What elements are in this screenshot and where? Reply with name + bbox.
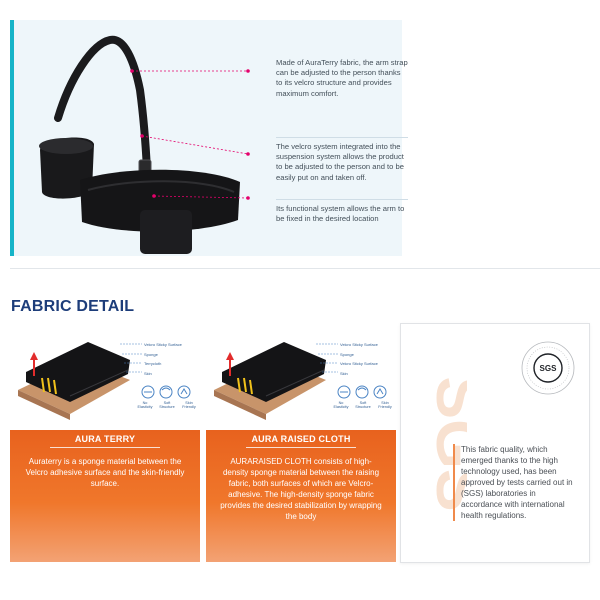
title-underline — [246, 447, 356, 448]
card-description: AURARAISED CLOTH consists of high-densit… — [220, 457, 382, 521]
layer-label: Skin — [340, 370, 348, 376]
feature-label: Skin Friendly — [182, 401, 196, 409]
callout-functional-system: Its functional system allows the arm to … — [276, 204, 405, 224]
layer-label: Velcro Sticky Surface — [340, 342, 378, 347]
card-description: Auraterry is a sponge material between t… — [25, 457, 185, 488]
layer-label: Sponge — [144, 351, 158, 357]
aura-raised-cloth-info: AURA RAISED CLOTH AURARAISED CLOTH consi… — [206, 428, 396, 562]
sgs-certification-card: SGS SGS This fabric quality, which emerg… — [400, 323, 590, 563]
feature-label: No Elasticity — [137, 401, 153, 409]
feature-label: Soft Structure — [355, 401, 371, 409]
feature-labels: No Elasticity Soft Structure Skin Friend… — [136, 401, 198, 409]
layer-label: Terrycloth — [144, 361, 162, 366]
feature-label: No Elasticity — [333, 401, 349, 409]
aura-raised-cloth-card: Velcro Sticky Surface Sponge Velcro Stic… — [206, 330, 396, 562]
layer-label: Velcro Sticky Surface — [144, 342, 182, 347]
card-title: AURA TERRY — [74, 434, 136, 444]
aura-raised-cloth-diagram: Velcro Sticky Surface Sponge Velcro Stic… — [206, 330, 396, 428]
sgs-watermark: SGS — [423, 376, 467, 511]
card-title: AURA RAISED CLOTH — [251, 434, 351, 444]
layer-label: Velcro Sticky Surface — [340, 361, 378, 366]
feature-label: Soft Structure — [159, 401, 175, 409]
product-panel: Made of AuraTerry fabric, the arm strap … — [10, 20, 408, 256]
layer-labels: Velcro Sticky Surface Sponge Velcro Stic… — [340, 340, 378, 378]
feature-label: Skin Friendly — [378, 401, 392, 409]
layer-label: Skin — [144, 370, 152, 376]
product-illustration — [39, 35, 250, 254]
section-divider — [10, 268, 600, 269]
aura-terry-info: AURA TERRY Auraterry is a sponge materia… — [10, 428, 200, 562]
callout-velcro-system: The velcro system integrated into the su… — [276, 142, 408, 200]
watermark-text: SGS — [423, 376, 467, 511]
title-underline — [50, 447, 160, 448]
callout-list: Made of AuraTerry fabric, the arm strap … — [276, 58, 408, 232]
layer-label: Sponge — [340, 351, 354, 357]
fabric-layers-icon — [18, 342, 191, 420]
sgs-approval-text: This fabric quality, which emerged thank… — [453, 444, 577, 521]
sgs-logo-text: SGS — [540, 364, 558, 373]
aura-terry-diagram: Velcro Sticky Surface Sponge Terrycloth … — [10, 330, 200, 428]
feature-labels: No Elasticity Soft Structure Skin Friend… — [332, 401, 394, 409]
fabric-layers-icon — [214, 342, 387, 420]
callout-arm-strap: Made of AuraTerry fabric, the arm strap … — [276, 58, 408, 138]
aura-terry-card: Velcro Sticky Surface Sponge Terrycloth … — [10, 330, 200, 562]
fabric-detail-title: FABRIC DETAIL — [11, 298, 135, 315]
sgs-seal-icon: SGS — [521, 341, 575, 395]
layer-labels: Velcro Sticky Surface Sponge Terrycloth … — [144, 340, 182, 378]
